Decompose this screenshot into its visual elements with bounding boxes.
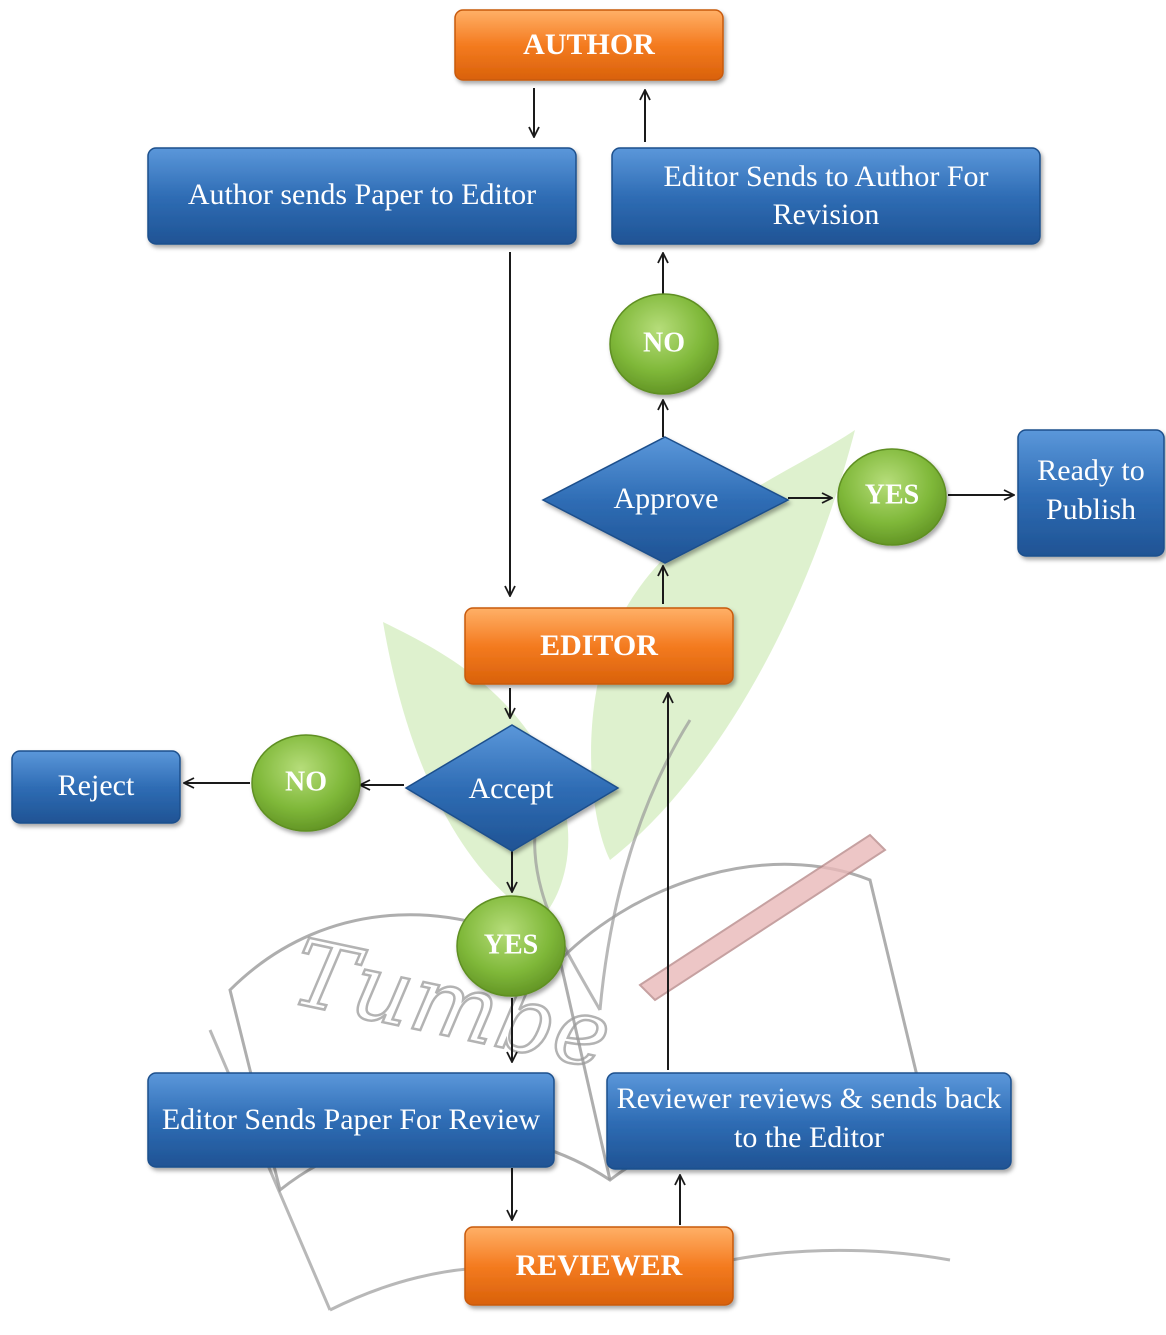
ready-line2: Publish: [1046, 493, 1136, 526]
process-ready-to-publish: Ready to Publish: [1017, 429, 1165, 557]
connectors: [184, 88, 1014, 1225]
role-box-author: AUTHOR: [454, 9, 724, 81]
accept-no-label: NO: [285, 766, 327, 797]
ready-line1: Ready to: [1037, 454, 1144, 487]
reviewer-reviews-line2: to the Editor: [734, 1121, 884, 1154]
outcome-accept-yes: YES: [456, 895, 566, 997]
role-editor-label: EDITOR: [540, 629, 658, 662]
process-editor-sends-to-author: Editor Sends to Author For Revision: [611, 147, 1041, 245]
editor-sends-review-label: Editor Sends Paper For Review: [162, 1103, 541, 1136]
reviewer-reviews-line1: Reviewer reviews & sends back: [617, 1082, 1002, 1115]
accept-yes-label: YES: [484, 929, 538, 960]
book-spine: [558, 959, 612, 1181]
role-author-label: AUTHOR: [523, 28, 655, 61]
process-editor-sends-for-review: Editor Sends Paper For Review: [147, 1072, 555, 1168]
role-reviewer-label: REVIEWER: [516, 1249, 683, 1282]
process-reviewer-reviews: Reviewer reviews & sends back to the Edi…: [606, 1072, 1012, 1170]
outcome-accept-no: NO: [251, 734, 361, 832]
role-box-editor: EDITOR: [464, 607, 734, 685]
approve-no-label: NO: [643, 327, 685, 358]
outcome-approve-yes: YES: [837, 448, 947, 546]
watermark-script-text: Tumbe: [283, 919, 619, 1090]
process-author-sends-paper: Author sends Paper to Editor: [147, 147, 577, 245]
reject-label: Reject: [58, 769, 135, 802]
pen-icon: [638, 833, 887, 1002]
outcome-approve-no: NO: [609, 293, 719, 395]
decision-approve: Approve: [541, 436, 790, 564]
author-sends-label: Author sends Paper to Editor: [188, 178, 536, 211]
editor-to-author-line1: Editor Sends to Author For: [663, 160, 988, 193]
role-box-reviewer: REVIEWER: [464, 1226, 734, 1306]
accept-label: Accept: [469, 772, 555, 805]
approve-label: Approve: [614, 482, 719, 515]
decision-accept: Accept: [404, 724, 620, 852]
process-reject: Reject: [11, 750, 181, 824]
approve-yes-label: YES: [865, 479, 919, 510]
editor-to-author-line2: Revision: [773, 198, 880, 231]
watermark-logo: Tumbe: [208, 430, 951, 1312]
